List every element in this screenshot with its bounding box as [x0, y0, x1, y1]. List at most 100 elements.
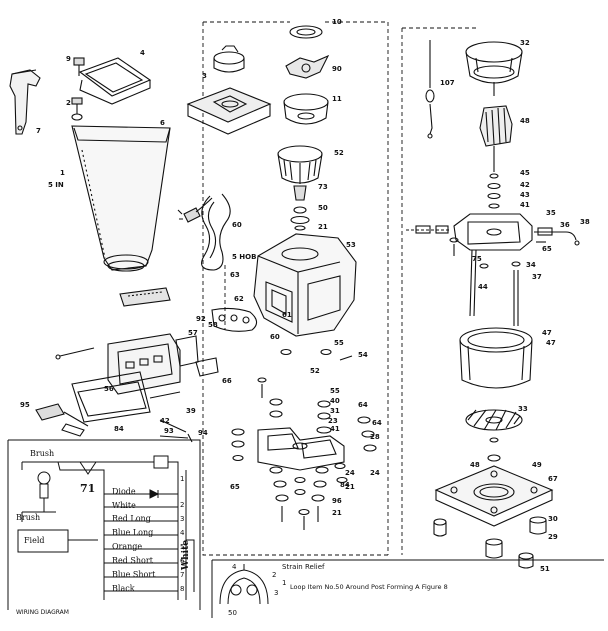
part-number-3: 11: [332, 95, 342, 103]
hardware-small-b: [280, 348, 353, 361]
part-number-25: 56: [104, 385, 114, 393]
part-number-55: 42: [520, 181, 530, 189]
part-number-57: 41: [520, 201, 530, 209]
part-number-64: 33: [518, 405, 528, 413]
strain-relief-note: Loop Item No.50 Around Post Forming A Fi…: [290, 583, 448, 591]
part-number-1: 90: [332, 65, 342, 73]
strain-relief-num-3: 3: [274, 589, 279, 597]
part-number-16: 60: [232, 221, 242, 229]
strain-relief-num-4: 4: [232, 563, 237, 571]
wiring-diagram-frame: [7, 439, 201, 610]
part-number-63: 47: [546, 339, 556, 347]
part-number-8: 1: [60, 169, 65, 177]
part-number-35: 31: [330, 407, 340, 415]
part-number-74: 51: [540, 565, 550, 573]
part-number-49: 24: [370, 469, 380, 477]
part-number-21: 57: [188, 329, 198, 337]
part-number-5: 6: [160, 119, 165, 127]
part-number-51: 107: [440, 79, 455, 87]
part-number-62: 44: [478, 283, 488, 291]
hardware-columns: [159, 348, 377, 530]
hardware-column-left: [231, 428, 245, 462]
switch-assembly: [55, 333, 199, 423]
brush-bracket: [406, 213, 580, 251]
part-number-68: 47: [542, 329, 552, 337]
part-number-31: 40: [330, 397, 340, 405]
part-number-13: 50: [318, 204, 328, 212]
lead-wire: [425, 40, 435, 139]
part-number-12: 73: [318, 183, 328, 191]
hardware-column-d: [294, 476, 310, 530]
part-number-32: 39: [186, 407, 196, 415]
part-number-4: 4: [140, 49, 145, 57]
part-number-52: 32: [520, 39, 530, 47]
white-side-label: White: [181, 540, 191, 570]
part-number-48: 28: [370, 433, 380, 441]
part-number-72: 30: [548, 515, 558, 523]
armature: [479, 105, 513, 209]
part-number-50: 84: [340, 481, 350, 489]
clamp-bracket: [9, 69, 41, 135]
part-number-46: 65: [230, 483, 240, 491]
long-screws: [449, 237, 521, 326]
part-number-38: 24: [345, 469, 355, 477]
mount-plate: [186, 87, 272, 135]
wire-black: Black: [112, 584, 135, 593]
part-number-22: 58: [208, 321, 218, 329]
wiring-diagram-title: WIRING DIAGRAM: [16, 609, 69, 616]
part-number-45: 93: [164, 427, 174, 435]
part-number-23: 92: [196, 315, 206, 323]
part-number-66: 37: [532, 273, 542, 281]
switch-internals: [149, 307, 258, 433]
terminal-8: 8: [180, 585, 185, 593]
part-number-39: 21: [345, 483, 355, 491]
hardware-column-b: [311, 400, 332, 522]
part-number-60: 38: [580, 218, 590, 226]
label-plate: [119, 287, 171, 307]
motor-housing: [253, 233, 357, 337]
coupling-part: [277, 145, 323, 231]
terminal-5: 5: [180, 543, 185, 551]
terminal-4: 4: [180, 529, 185, 537]
bolt-93: [159, 433, 193, 443]
part-number-33: 42: [160, 417, 170, 425]
part-number-71: 67: [548, 475, 558, 483]
part-number-59: 36: [560, 221, 570, 229]
terminal-7: 7: [180, 571, 185, 579]
wire-blue-long: Blue Long: [112, 528, 154, 537]
strain-relief-frame: [211, 559, 604, 618]
part-number-18: 63: [230, 271, 240, 279]
field-coil: [459, 327, 533, 389]
strain-relief-label: Strain Relief: [282, 563, 325, 571]
wire-red-long: Red Long: [112, 514, 151, 523]
container-jar: [71, 125, 171, 272]
part-number-19: 61: [282, 311, 292, 319]
brush-bottom-label: Brush: [16, 513, 41, 522]
part-number-34: 64: [358, 401, 368, 409]
part-number-17: 5 HOB: [232, 253, 257, 261]
brush-holder-assembly: [257, 427, 345, 471]
terminal-3: 3: [180, 515, 185, 523]
wire-red-short: Red Short: [112, 556, 153, 565]
part-number-36: 23: [328, 417, 338, 425]
terminal-6: 6: [180, 557, 185, 565]
part-number-20: 62: [234, 295, 244, 303]
part-number-41: 21: [332, 509, 342, 517]
part-number-54: 45: [520, 169, 530, 177]
dashed-guide-lines: [19, 21, 478, 556]
strain-relief-num-50: 50: [228, 609, 237, 617]
part-number-43: 84: [114, 425, 124, 433]
part-number-29: 52: [310, 367, 320, 375]
part-number-24: 66: [222, 377, 232, 385]
part-number-67: 65: [542, 245, 552, 253]
part-number-2: 3: [202, 72, 207, 80]
part-number-9: 5 IN: [48, 181, 64, 189]
part-number-69: 49: [532, 461, 542, 469]
base-plate: [434, 465, 554, 527]
strain-relief-num-2: 2: [272, 571, 277, 579]
part-number-61: 75: [472, 255, 482, 263]
power-cord: [177, 193, 231, 271]
part-number-10: 7: [36, 127, 41, 135]
part-number-6: 9: [66, 55, 71, 63]
